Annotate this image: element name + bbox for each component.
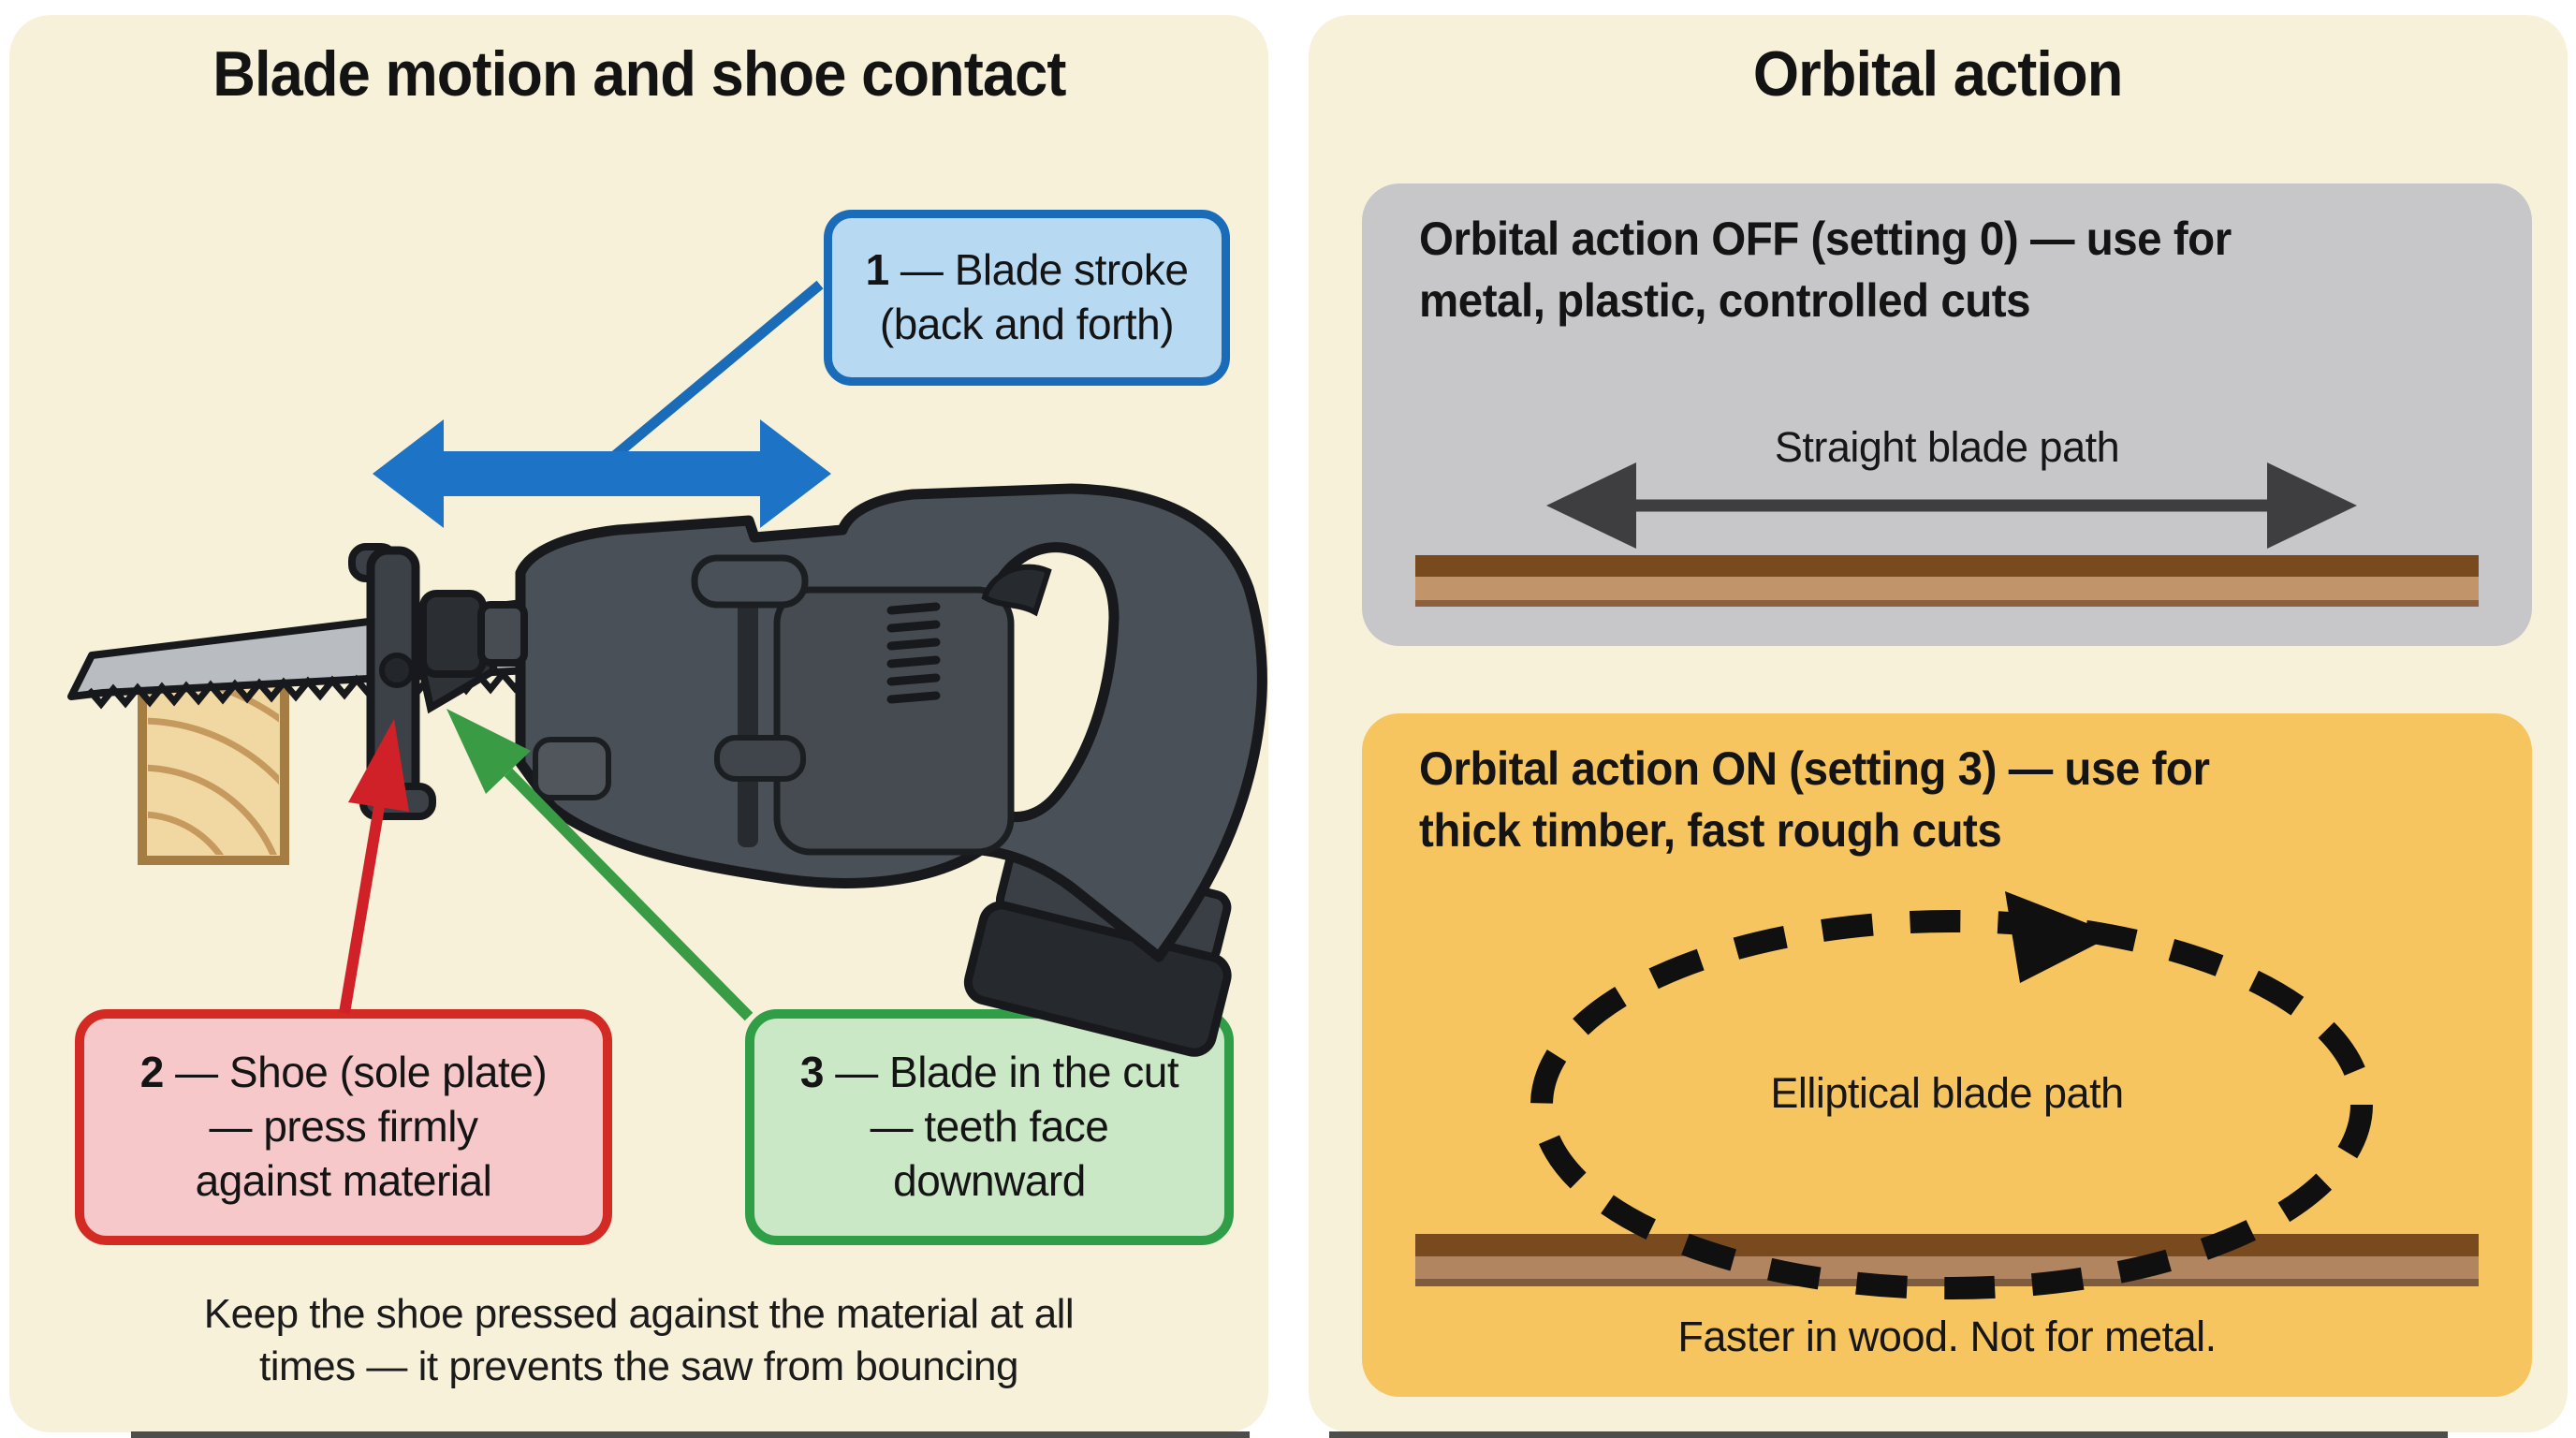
callout-blade-stroke-line1: 1 — Blade stroke <box>832 243 1222 298</box>
callout-blade-stroke-line2: (back and forth) <box>879 300 1175 348</box>
shoe-pressure-note-line1: Keep the shoe pressed against the materi… <box>203 1291 1075 1337</box>
callout-3-label: — Blade in the cut <box>823 1048 1179 1097</box>
callout-shoe-line3: against material <box>195 1155 492 1205</box>
orbital-off-heading-line1: Orbital action OFF (setting 0) — use for <box>1419 213 2232 265</box>
right-panel-title-text: Orbital action <box>1753 38 2124 110</box>
orbital-off-heading: Orbital action OFF (setting 0) — use for… <box>1419 208 2505 331</box>
orbital-on-heading-line1: Orbital action ON (setting 3) — use for <box>1419 742 2210 795</box>
shoe-pressure-note-line2: times — it prevents the saw from bouncin… <box>259 1343 1018 1389</box>
callout-shoe-line1: 2 — Shoe (sole plate) <box>84 1046 603 1100</box>
callout-blade-cut-line1: 3 — Blade in the cut <box>754 1046 1224 1100</box>
callout-2-number: 2 <box>139 1048 165 1097</box>
callout-blade-cut: 3 — Blade in the cut — teeth face downwa… <box>745 1009 1234 1245</box>
orbital-on-heading-line2: thick timber, fast rough cuts <box>1419 804 2002 857</box>
callout-3-number: 3 <box>799 1048 825 1097</box>
orbital-off-heading-line2: metal, plastic, controlled cuts <box>1419 274 2031 327</box>
callout-blade-cut-line3: downward <box>893 1155 1086 1205</box>
callout-1-number: 1 <box>865 245 890 295</box>
straight-path-label: Straight blade path <box>1774 423 2120 471</box>
orbital-on-heading: Orbital action ON (setting 3) — use for … <box>1419 738 2505 861</box>
callout-shoe-line2: — press firmly <box>209 1102 478 1152</box>
callout-1-label: — Blade stroke <box>888 245 1189 295</box>
orbital-on-note: Faster in wood. Not for metal. <box>1677 1313 2217 1360</box>
callout-blade-stroke: 1 — Blade stroke (back and forth) <box>824 210 1230 386</box>
bottom-crop-artifact <box>131 1431 2448 1438</box>
elliptical-path-label: Elliptical blade path <box>1770 1069 2124 1117</box>
shoe-pressure-note: Keep the shoe pressed against the materi… <box>9 1288 1268 1393</box>
callout-2-label: — Shoe (sole plate) <box>163 1048 548 1097</box>
right-panel-title: Orbital action <box>1309 37 2568 110</box>
callout-shoe: 2 — Shoe (sole plate) — press firmly aga… <box>75 1009 612 1245</box>
left-panel-title: Blade motion and shoe contact <box>9 37 1268 110</box>
left-panel-title-text: Blade motion and shoe contact <box>212 38 1066 110</box>
callout-blade-cut-line2: — teeth face <box>870 1102 1109 1152</box>
